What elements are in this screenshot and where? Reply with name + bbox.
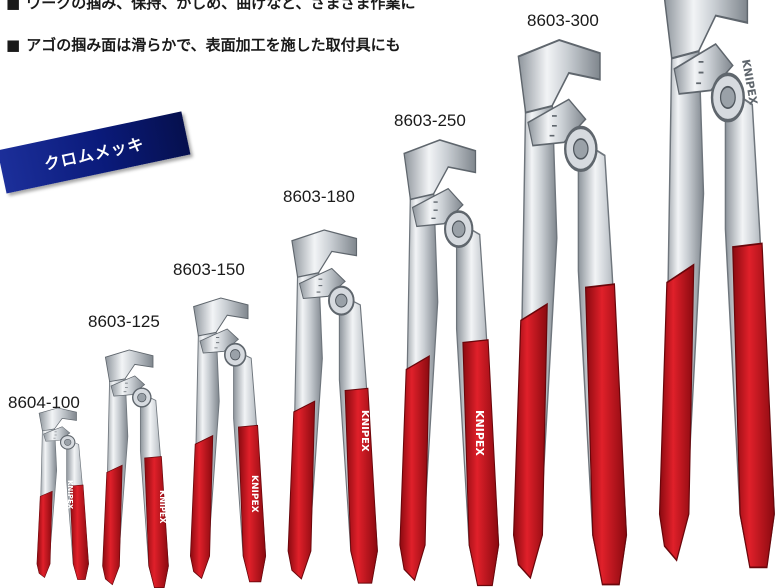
brand-text: KNIPEX xyxy=(158,490,167,524)
model-label: 8603-125 xyxy=(88,312,160,331)
brand-text: KNIPEX xyxy=(249,475,259,513)
feature-text: アゴの掴み面は滑らかで、表面加工を施した取付具にも xyxy=(26,36,401,54)
feature-text: ワークの掴み、保持、かしめ、曲げなど、さまざま作業に xyxy=(26,0,416,12)
brand-text: KNIPEX xyxy=(473,410,486,456)
model-label: 8603-300 xyxy=(527,11,599,30)
tool-8604-100: KNIPEX xyxy=(36,407,90,581)
tool-largest: KNIPEX xyxy=(657,0,777,570)
tool-8603-150: KNIPEX xyxy=(189,297,267,583)
bullet-square-icon: ■ xyxy=(6,36,21,54)
tool-8603-125: KNIPEX xyxy=(101,349,170,588)
tool-8603-180: KNIPEX xyxy=(287,228,379,585)
model-label: 8604-100 xyxy=(8,393,80,412)
feature-item: ■ ワークの掴み、保持、かしめ、曲げなど、さまざま作業に xyxy=(6,0,415,12)
brand-text: KNIPEX xyxy=(66,480,74,510)
bullet-square-icon: ■ xyxy=(6,0,21,12)
model-label: 8603-250 xyxy=(394,111,466,130)
model-label: 8603-180 xyxy=(283,187,355,206)
brand-text: KNIPEX xyxy=(359,410,370,452)
tool-8603-300: KNIPEX xyxy=(511,38,629,587)
feature-item: ■ アゴの掴み面は滑らかで、表面加工を施した取付具にも xyxy=(6,36,401,54)
tool-8603-250: KNIPEX xyxy=(398,138,500,587)
model-label: 8603-150 xyxy=(173,260,245,279)
